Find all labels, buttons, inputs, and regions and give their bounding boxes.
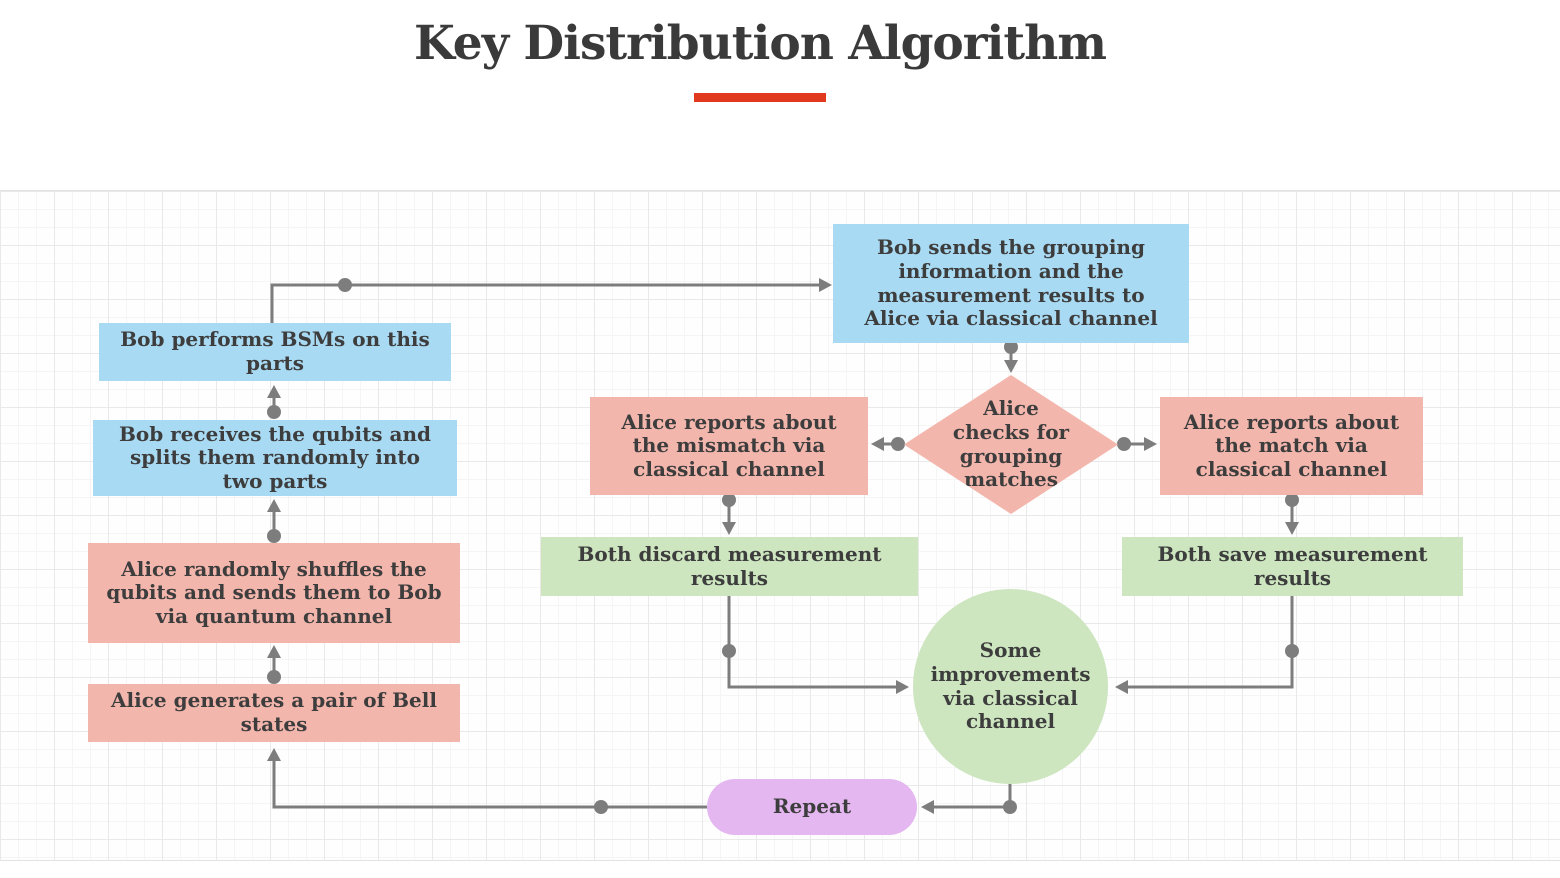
node-bob-sends-grouping-info: Bob sends the grouping information and t… xyxy=(833,224,1189,343)
connector-bsm-to-send xyxy=(270,283,822,323)
node-alice-shuffles-qubits: Alice randomly shuffles the qubits and s… xyxy=(88,543,460,643)
node-label: Alice generates a pair of Bell states xyxy=(111,688,437,736)
node-label: Bob receives the qubits and splits them … xyxy=(118,421,432,493)
node-label: Some improvements via classical channel xyxy=(930,638,1091,734)
page-title: Key Distribution Algorithm xyxy=(413,16,1107,71)
node-some-improvements: Some improvements via classical channel xyxy=(913,589,1108,784)
connector-repeat-to-generate xyxy=(272,753,707,809)
grid-background xyxy=(0,190,1560,861)
node-repeat: Repeat xyxy=(707,779,917,835)
connector-discard-to-improvements xyxy=(727,596,899,689)
node-label: Alice reports about the mismatch via cla… xyxy=(621,409,837,481)
connector-improvements-to-repeat xyxy=(931,782,1012,809)
connector-save-to-improvements xyxy=(1125,596,1294,689)
node-alice-generates-bell-states: Alice generates a pair of Bell states xyxy=(88,684,460,742)
node-label: Alice randomly shuffles the qubits and s… xyxy=(106,556,442,628)
node-label: Both discard measurement results xyxy=(577,541,882,590)
node-label: Repeat xyxy=(772,794,852,819)
node-bob-receives-qubits: Bob receives the qubits and splits them … xyxy=(93,420,457,496)
node-label: Bob performs BSMs on this parts xyxy=(120,327,430,375)
node-bob-performs-bsm: Bob performs BSMs on this parts xyxy=(99,323,451,381)
node-alice-reports-match: Alice reports about the match via classi… xyxy=(1160,397,1423,495)
node-label: Both save measurement results xyxy=(1157,541,1428,590)
node-both-save-results: Both save measurement results xyxy=(1122,537,1463,596)
node-label: Alice reports about the match via classi… xyxy=(1183,409,1400,481)
title-underline-bar xyxy=(694,93,826,102)
header: Key Distribution Algorithm xyxy=(0,0,1520,102)
node-label: Alice checks for grouping matches xyxy=(952,396,1070,492)
node-label: Bob sends the grouping information and t… xyxy=(864,235,1158,331)
node-both-discard-results: Both discard measurement results xyxy=(541,537,918,596)
node-alice-reports-mismatch: Alice reports about the mismatch via cla… xyxy=(590,397,868,495)
